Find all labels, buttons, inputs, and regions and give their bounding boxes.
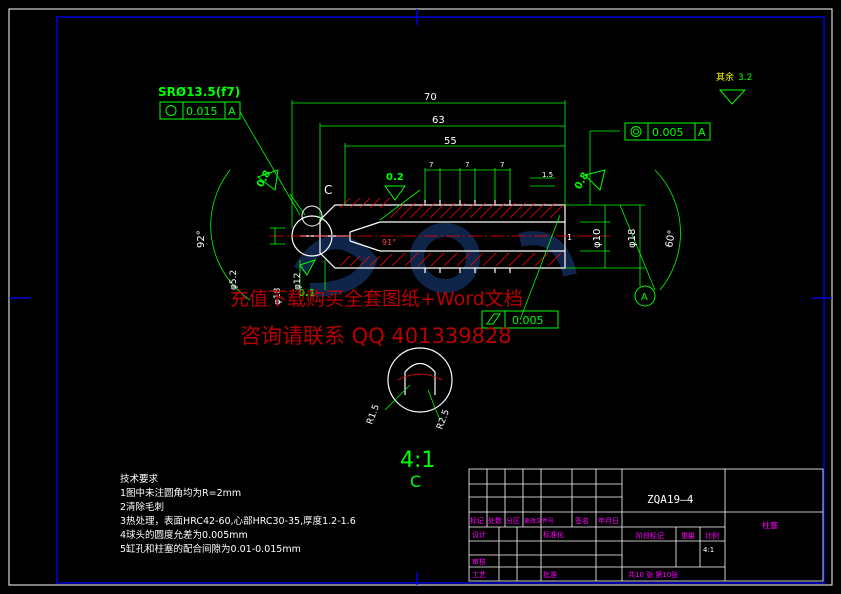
tb-label-5: 年月日 [598, 516, 619, 525]
tech-req-3: 3热处理，表面HRC42-60,心部HRC30-35,厚度1.2-1.6 [120, 515, 356, 527]
dim-63: 63 [432, 115, 445, 126]
tb-design: 设计 [472, 530, 486, 539]
tech-req-1: 1图中未注圆角均为R=2mm [120, 487, 241, 499]
dim-r15: R1.5 [365, 403, 381, 426]
dim-7a: 7 [429, 161, 433, 169]
dim-chamfer: 1 [567, 233, 572, 242]
tech-req-2: 2清除毛刺 [120, 501, 164, 513]
tb-label-0: 标记 [470, 516, 484, 525]
tb-weight: 重量 [681, 532, 695, 540]
dim-dia18: φ18 [627, 229, 638, 248]
tb-scale-val: 4:1 [703, 546, 714, 554]
tech-req-5: 5缸孔和柱塞的配合间隙为0.01-0.015mm [120, 543, 301, 555]
tb-sheets: 共10 张 第10张 [628, 570, 678, 579]
fcf-left [159, 101, 241, 120]
roughness-02: 0.2 [386, 172, 404, 183]
detail-view [387, 347, 453, 413]
dim-70: 70 [424, 92, 437, 103]
tb-label-2: 分区 [506, 516, 520, 525]
watermark-line2: 咨询请联系 QQ 401339828 [240, 324, 512, 348]
section-hatch [339, 197, 564, 267]
tb-part-name: 柱塞 [762, 520, 778, 530]
tb-label-4: 签名 [575, 516, 589, 525]
tech-req-title: 技术要求 [120, 473, 159, 485]
dim-7c: 7 [500, 161, 504, 169]
dim-15: 1.5 [542, 171, 553, 179]
fcf-left-datum: A [228, 105, 236, 118]
detail-leaders [384, 384, 441, 421]
dimension-lines [210, 100, 681, 321]
outer-border [8, 8, 833, 586]
datum-a-letter: A [641, 292, 648, 303]
scale-note: 4:1 [400, 448, 435, 473]
inner-frame [56, 16, 825, 584]
tb-approve: 批准 [543, 570, 557, 579]
detail-c-circle [301, 205, 323, 227]
scale-letter: C [410, 472, 421, 491]
tb-standardize: 标准化 [543, 530, 564, 539]
dim-dia52: φ5.2 [229, 270, 239, 290]
title-block [468, 468, 824, 582]
tb-process: 工艺 [472, 571, 486, 579]
fcf-left-value: 0.015 [186, 105, 218, 118]
dim-dia18b: φ18 [273, 287, 283, 305]
other-roughness: 其余 [716, 71, 734, 83]
fcf-bottom [481, 310, 559, 329]
view-marker-c: C [324, 183, 332, 197]
tb-label-1: 处数 [488, 516, 502, 525]
datum-a-marker [634, 285, 656, 307]
tb-review: 审核 [472, 557, 486, 566]
roughness-symbols [256, 89, 747, 276]
dim-dia10: φ10 [592, 229, 603, 248]
dim-7b: 7 [465, 161, 469, 169]
tb-stage: 阶段标记 [636, 531, 664, 540]
roughness-01: 0.1 [298, 288, 316, 299]
fcf-right-value: 0.005 [652, 126, 684, 139]
watermark-line1: 充值下载购买全套图纸+Word文档 [230, 288, 523, 310]
other-roughness-val: 3.2 [738, 73, 752, 83]
dim-60: 60° [664, 229, 678, 248]
dim-dia12: φ12 [293, 273, 303, 290]
dim-91: 91° [382, 238, 396, 247]
tb-drawing-no: ZQA19—4 [647, 493, 694, 506]
centering-marks [9, 9, 832, 585]
tb-label-3: 更改文件号 [524, 517, 554, 525]
fcf-right [624, 122, 711, 141]
fcf-bottom-value: 0.005 [512, 314, 544, 327]
tech-req-4: 4球头的圆度允差为0.005mm [120, 529, 248, 541]
fcf-right-datum: A [698, 126, 706, 139]
dim-55: 55 [444, 136, 457, 147]
watermark-logo [293, 223, 577, 297]
sphere-label: SRØ13.5(f7) [158, 85, 240, 99]
dim-r25: R2.5 [435, 408, 451, 431]
tb-scale: 比例 [705, 531, 719, 540]
dim-92: 92° [196, 230, 207, 248]
